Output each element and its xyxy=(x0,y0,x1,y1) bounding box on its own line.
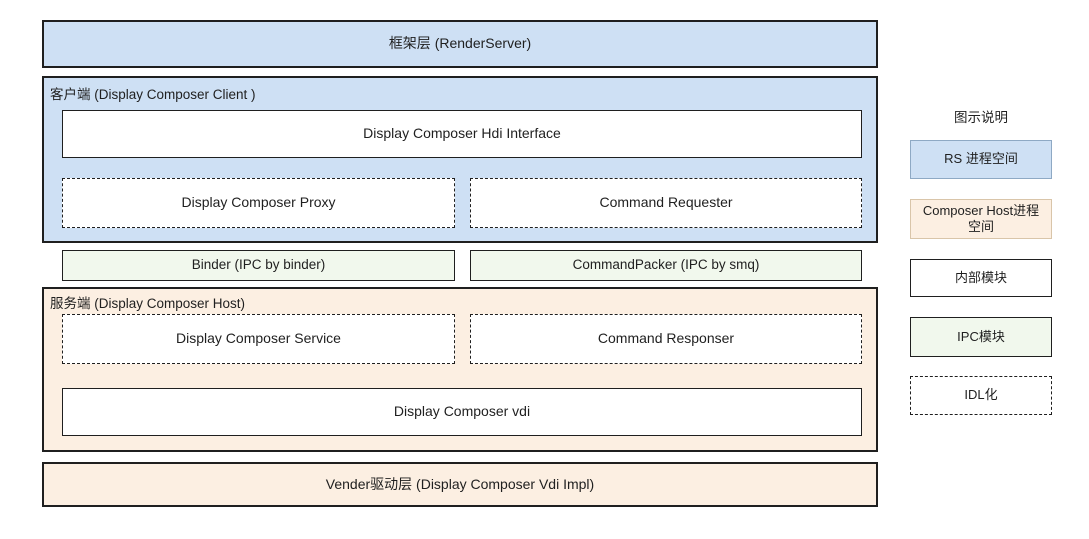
legend-item-composer-host-process: Composer Host进程空间 xyxy=(910,199,1052,239)
binder-ipc-box: Binder (IPC by binder) xyxy=(62,250,455,281)
legend-item-ipc-module: IPC模块 xyxy=(910,317,1052,357)
legend-item-idl: IDL化 xyxy=(910,376,1052,415)
composer-service-box: Display Composer Service xyxy=(62,314,455,364)
command-packer-ipc-box: CommandPacker (IPC by smq) xyxy=(470,250,862,281)
host-container-label: 服务端 (Display Composer Host) xyxy=(50,296,246,311)
legend-item-rs-process: RS 进程空间 xyxy=(910,140,1052,179)
hdi-interface-box: Display Composer Hdi Interface xyxy=(62,110,862,158)
command-requester-box: Command Requester xyxy=(470,178,862,228)
composer-proxy-box: Display Composer Proxy xyxy=(62,178,455,228)
legend-title: 图示说明 xyxy=(954,110,1008,125)
client-container-label: 客户端 (Display Composer Client ) xyxy=(50,87,256,102)
composer-vdi-box: Display Composer vdi xyxy=(62,388,862,436)
command-responser-box: Command Responser xyxy=(470,314,862,364)
vendor-driver-layer-box: Vender驱动层 (Display Composer Vdi Impl) xyxy=(42,462,878,507)
framework-layer-box: 框架层 (RenderServer) xyxy=(42,20,878,68)
legend-item-internal-module: 内部模块 xyxy=(910,259,1052,297)
